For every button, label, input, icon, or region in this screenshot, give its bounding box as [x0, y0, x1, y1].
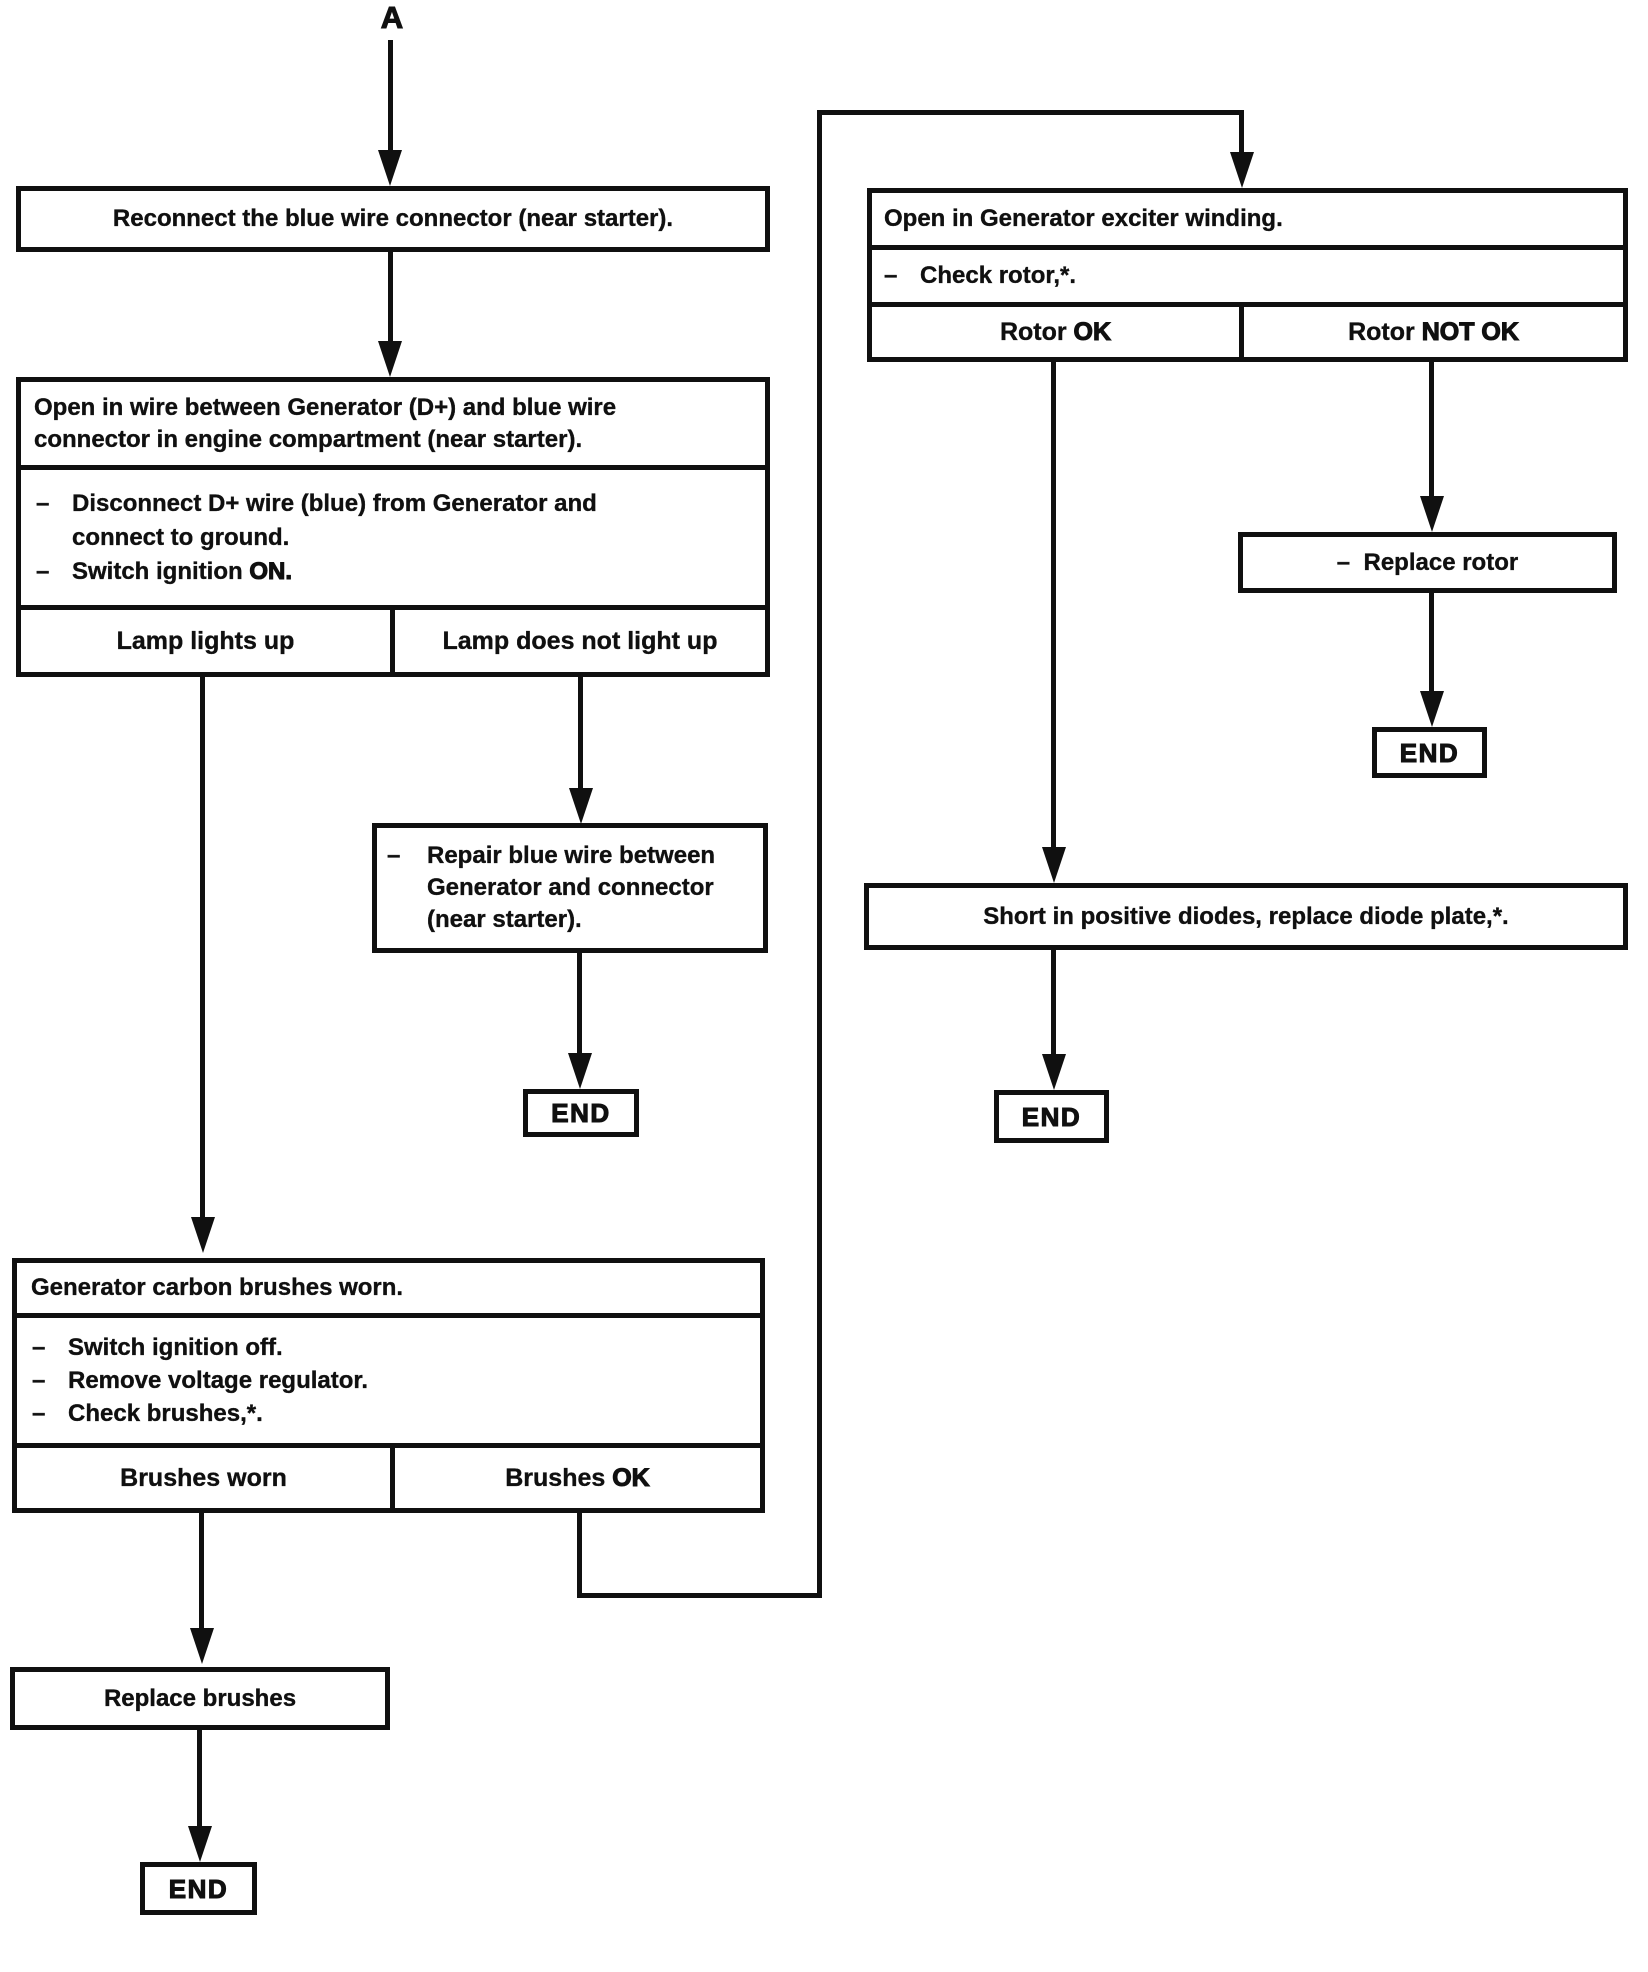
edge-rotor-ok-line: [1051, 362, 1056, 847]
dash-bullet: –: [32, 1400, 46, 1427]
dash-bullet: –: [36, 489, 50, 517]
cell-lamp-lights-up: Lamp lights up: [21, 610, 395, 672]
node-exciter-outcomes: Rotor OK Rotor NOT OK: [872, 302, 1623, 357]
node-replace-brushes-box: Replace brushes: [10, 1667, 390, 1730]
action-row: (near starter).: [427, 906, 582, 933]
cell-lamp-does-not-light-up: Lamp does not light up: [442, 627, 718, 655]
action-text: Disconnect D+ wire (blue) from Generator…: [72, 489, 597, 517]
dash-bullet: –: [387, 842, 401, 869]
arrowhead-down-icon: [1420, 691, 1444, 727]
node-end-rotor-box: END: [1372, 727, 1487, 778]
action-row: – Repair blue wire between: [387, 840, 763, 872]
edge-brushes-ok-top-line: [817, 110, 1244, 115]
node-exciter-title: Open in Generator exciter winding.: [884, 205, 1283, 232]
arrowhead-down-icon: [1042, 1054, 1066, 1090]
node-replace-rotor-box: – Replace rotor: [1238, 532, 1617, 593]
dash-bullet: –: [36, 557, 50, 585]
action-row: – Check rotor,*.: [884, 260, 1623, 292]
node-open-wire-title: Open in wire between Generator (D+) and …: [21, 382, 765, 465]
arrowhead-down-icon: [188, 1826, 212, 1862]
edge-repair-end-line: [577, 953, 582, 1053]
node-open-wire-actions: – Disconnect D+ wire (blue) from Generat…: [21, 465, 765, 605]
dash-bullet: –: [884, 262, 898, 289]
edge-brushes-worn-line: [199, 1513, 204, 1628]
node-reconnect-box: Reconnect the blue wire connector (near …: [16, 186, 770, 252]
node-end-brushes-box: END: [140, 1862, 257, 1915]
edge-brushes-ok-down-line: [577, 1513, 582, 1598]
node-exciter-box: Open in Generator exciter winding. – Che…: [867, 188, 1628, 362]
action-row: connect to ground.: [36, 521, 765, 555]
edge-reconnect-line: [388, 252, 393, 341]
arrowhead-down-icon: [190, 1628, 214, 1664]
dash-bullet: –: [32, 1367, 46, 1394]
cell-brushes-worn: Brushes worn: [17, 1448, 395, 1508]
arrowhead-down-icon: [378, 150, 402, 186]
action-row: Generator and connector: [427, 874, 714, 901]
edge-replace-rotor-end-line: [1429, 593, 1434, 691]
edge-replace-brushes-end-line: [197, 1730, 202, 1826]
arrowhead-down-icon: [1420, 496, 1444, 532]
title-line: Open in wire between Generator (D+) and …: [34, 393, 617, 421]
node-end-diodes-box: END: [994, 1090, 1109, 1143]
node-repair-wire-text: – Repair blue wire between Generator and…: [377, 828, 763, 948]
node-brushes-box: Generator carbon brushes worn. – Switch …: [12, 1258, 765, 1513]
node-open-wire-box: Open in wire between Generator (D+) and …: [16, 377, 770, 677]
cell-rotor-ok: Rotor OK: [872, 307, 1244, 357]
arrowhead-down-icon: [1230, 152, 1254, 188]
edge-brushes-ok-bottom-line: [577, 1593, 822, 1598]
node-brushes-outcomes: Brushes worn Brushes OK: [17, 1443, 760, 1508]
edge-lamp-not-light-line: [578, 677, 583, 788]
node-reconnect-text: Reconnect the blue wire connector (near …: [112, 205, 674, 232]
node-open-wire-outcomes: Lamp lights up Lamp does not light up: [21, 605, 765, 672]
edge-entry-line: [388, 40, 393, 150]
arrowhead-down-icon: [569, 788, 593, 824]
action-row: – Switch ignition ON.: [36, 555, 765, 589]
edge-short-diodes-end-line: [1051, 950, 1056, 1054]
action-row: – Switch ignition off.: [32, 1331, 760, 1364]
arrowhead-down-icon: [568, 1053, 592, 1089]
node-brushes-title: Generator carbon brushes worn.: [31, 1274, 404, 1301]
title-line: connector in engine compartment (near st…: [34, 425, 583, 453]
action-row: – Remove voltage regulator.: [32, 1364, 760, 1397]
edge-rotor-not-ok-line: [1429, 362, 1434, 496]
node-exciter-actions: – Check rotor,*.: [872, 245, 1623, 302]
node-short-diodes-box: Short in positive diodes, replace diode …: [864, 883, 1628, 950]
arrowhead-down-icon: [191, 1217, 215, 1253]
action-text: Switch ignition ON.: [72, 557, 293, 585]
cell-brushes-ok: Brushes OK: [505, 1463, 650, 1492]
entry-label: A: [380, 0, 404, 35]
edge-brushes-ok-drop-line: [1239, 110, 1244, 152]
dash-bullet: –: [32, 1334, 46, 1361]
action-text: connect to ground.: [72, 523, 290, 551]
edge-lamp-lights-up-line: [200, 677, 205, 1217]
cell-rotor-not-ok: Rotor NOT OK: [1348, 317, 1520, 346]
action-row: – Check brushes,*.: [32, 1397, 760, 1430]
node-end-repair-box: END: [523, 1089, 639, 1137]
edge-brushes-ok-up-line: [817, 110, 822, 1598]
action-row: – Disconnect D+ wire (blue) from Generat…: [36, 487, 765, 521]
arrowhead-down-icon: [378, 341, 402, 377]
node-repair-wire-box: – Repair blue wire between Generator and…: [372, 823, 768, 953]
arrowhead-down-icon: [1042, 847, 1066, 883]
node-brushes-actions: – Switch ignition off. – Remove voltage …: [17, 1313, 760, 1443]
